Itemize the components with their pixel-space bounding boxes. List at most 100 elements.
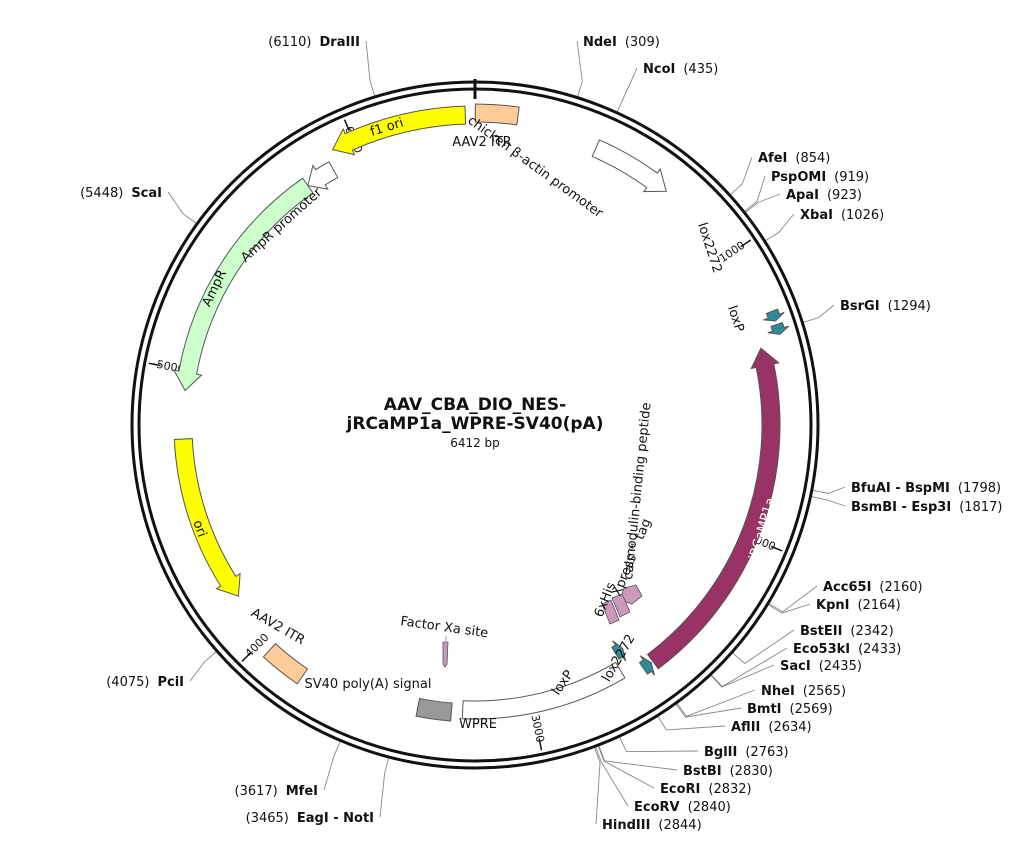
enzyme-name: ApaI <box>786 188 819 203</box>
feature-ori <box>173 438 241 597</box>
enzyme-name: Acc65I <box>823 580 871 595</box>
xpress-tag-arrow <box>611 593 631 618</box>
enzyme-name: PciI <box>157 675 184 690</box>
enzyme-acc65i: Acc65I (2160) <box>823 580 923 595</box>
tick-mark <box>740 239 752 248</box>
6xhis-arrow <box>601 599 620 625</box>
enzyme-position: (2763) <box>745 745 788 760</box>
enzyme-position: (1026) <box>841 208 884 223</box>
enzyme-position: (2569) <box>790 702 833 717</box>
leader-ncoi <box>616 67 638 112</box>
enzyme-name: DraIII <box>320 35 361 50</box>
enzyme-position: (2164) <box>857 598 900 613</box>
enzyme-pspomi: PspOMI(919) <box>771 170 869 185</box>
enzyme-bfuai-bspmi: BfuAI - BspMI(1798) <box>851 481 1001 496</box>
enzyme-leader-lines <box>167 40 846 825</box>
leader-hindiii <box>594 747 601 825</box>
enzyme-afei: AfeI(854) <box>758 151 830 166</box>
feature-wpre <box>461 661 626 720</box>
leader-ecorv <box>595 746 629 807</box>
enzyme-eagi-noti: (3465)EagI - NotI <box>246 811 374 826</box>
leader-bstbi <box>598 745 678 771</box>
feature-jrcamp1a <box>646 347 781 670</box>
enzyme-position: (5448) <box>80 186 123 201</box>
leader-bsrgi <box>803 304 835 323</box>
enzyme-name: EcoRI <box>660 782 700 797</box>
tick-mark <box>241 652 251 663</box>
enzyme-position: (4075) <box>106 675 149 690</box>
leader-bfuai-bspmi <box>812 486 846 494</box>
enzyme-position: (2565) <box>803 684 846 699</box>
enzyme-name: BfuAI - BspMI <box>851 481 950 496</box>
enzyme-name: EcoRV <box>634 800 680 815</box>
feature-label-wpre: WPRE <box>459 717 497 732</box>
enzyme-position: (2832) <box>708 782 751 797</box>
feature-ampr <box>173 177 314 392</box>
enzyme-position: (2433) <box>858 642 901 657</box>
leader-ndei <box>576 40 583 97</box>
feature-ampr-promoter <box>307 161 339 190</box>
leader-draiii <box>365 40 376 97</box>
leader-scai <box>167 191 197 224</box>
feature-lox2272-2 <box>638 655 655 676</box>
enzyme-aflii: AflII(2634) <box>731 720 812 735</box>
enzyme-nhei: NheI(2565) <box>761 684 846 699</box>
tick-mark <box>343 119 350 132</box>
enzyme-position: (919) <box>834 170 869 185</box>
enzyme-mfei: (3617) MfeI <box>235 784 318 799</box>
enzyme-position: (2435) <box>819 659 862 674</box>
enzyme-position: (2844) <box>658 818 701 833</box>
enzyme-bsrgi: BsrGI (1294) <box>840 299 931 314</box>
plasmid-backbone <box>130 79 820 770</box>
feature-label-chicken-beta-actin-promoter: chicken β-actin promoter <box>465 113 606 221</box>
feature-aav2-itr-2 <box>262 642 309 685</box>
leader-mfei <box>323 741 341 791</box>
leader-ecori <box>597 745 655 789</box>
enzyme-name: NdeI <box>583 35 617 50</box>
enzyme-position: (1294) <box>888 299 931 314</box>
feature-lox2272-1 <box>763 308 785 322</box>
plasmid-length: 6412 bp <box>450 436 500 450</box>
leader-bsmbi-esp3i <box>811 496 846 507</box>
leader-xbai <box>765 213 795 242</box>
enzyme-name: BsmBI - Esp3I <box>851 500 951 515</box>
enzyme-ecori: EcoRI (2832) <box>660 782 752 797</box>
tick-mark <box>148 362 161 367</box>
feature-label-loxp-1: loxP <box>724 304 747 334</box>
enzyme-position: (2160) <box>879 580 922 595</box>
enzyme-pcii: (4075) PciI <box>106 675 184 690</box>
enzyme-ndei: NdeI(309) <box>583 35 660 50</box>
feature-chicken-beta-actin-promoter <box>591 139 667 193</box>
leader-afei <box>730 156 753 195</box>
enzyme-position: (3617) <box>235 784 278 799</box>
leader-saci <box>710 664 775 688</box>
enzyme-position: (923) <box>827 188 862 203</box>
leader-bmti <box>675 703 742 718</box>
leader-kpni <box>768 603 811 614</box>
enzyme-name: KpnI <box>816 598 849 613</box>
enzyme-name: BstEII <box>800 624 842 639</box>
enzyme-name: XbaI <box>800 208 833 223</box>
tick-label: 3000 <box>528 714 546 744</box>
enzyme-hindiii: HindIII(2844) <box>602 818 702 833</box>
enzyme-bmti: BmtI(2569) <box>747 702 833 717</box>
enzyme-position: (6110) <box>268 35 311 50</box>
enzyme-eco53ki: Eco53kI (2433) <box>793 642 901 657</box>
enzyme-name: BsrGI <box>840 299 880 314</box>
feature-label-sv40-polya: SV40 poly(A) signal <box>305 677 432 692</box>
enzyme-bglii: BglII(2763) <box>704 745 789 760</box>
enzyme-position: (2342) <box>850 624 893 639</box>
feature-loxp-1 <box>767 322 790 335</box>
enzyme-position: (854) <box>795 151 830 166</box>
enzyme-name: SacI <box>780 659 811 674</box>
enzyme-name: Eco53kI <box>793 642 850 657</box>
enzyme-position: (435) <box>683 62 718 77</box>
enzyme-bsteii: BstEII (2342) <box>800 624 894 639</box>
enzyme-name: BstBI <box>683 764 722 779</box>
enzyme-saci: SacI (2435) <box>780 659 862 674</box>
leader-nhei <box>676 689 756 717</box>
enzyme-name: MfeI <box>286 784 318 799</box>
enzyme-name: EagI - NotI <box>297 811 374 826</box>
feature-label-lox2272-1: lox2272 <box>694 221 724 275</box>
